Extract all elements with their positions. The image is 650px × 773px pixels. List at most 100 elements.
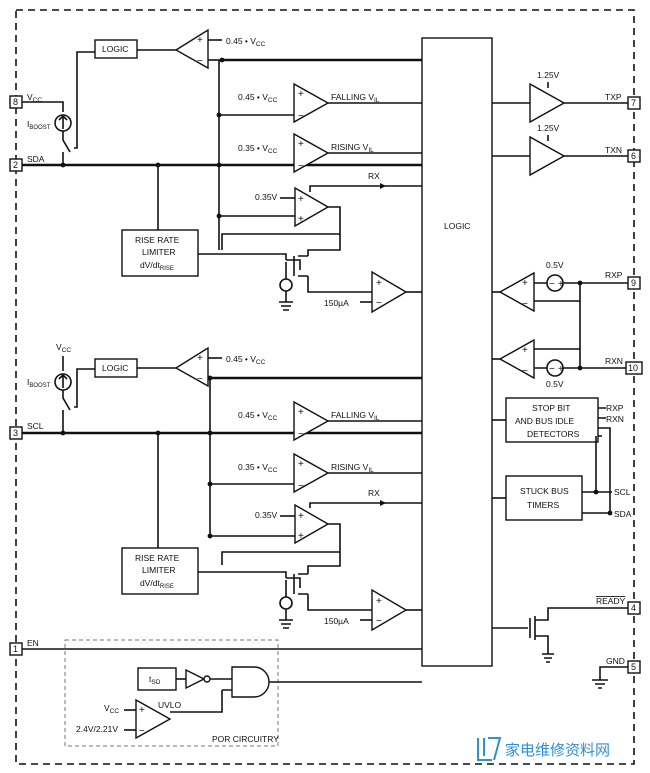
svg-text:−: − [549, 279, 555, 290]
timer-sda-label: SDA [614, 509, 632, 519]
svg-text:LIMITER: LIMITER [142, 565, 176, 575]
comparator-scl-rising [293, 452, 330, 494]
txp-buffer [529, 82, 566, 124]
vcc-label-scl: VCC [56, 342, 71, 354]
pin-1-number: 1 [13, 644, 18, 654]
pin-6-box [627, 149, 641, 163]
logic-main-label: LOGIC [444, 221, 470, 231]
rising-vil-scl: RISING VIL [331, 462, 374, 474]
pin-10-box [625, 361, 643, 375]
rxp-comparator [498, 271, 535, 313]
svg-text:dV/dtRISE: dV/dtRISE [140, 578, 174, 590]
falling-vil-sda: FALLING VIL [331, 92, 380, 104]
pin-rxp-label: RXP [605, 270, 623, 280]
svg-text:−: − [376, 616, 382, 627]
rx-label-sda: RX [368, 171, 380, 181]
comparator-scl-rx [294, 503, 330, 545]
svg-text:−: − [298, 429, 304, 440]
svg-text:−: − [376, 298, 382, 309]
svg-text:+: + [522, 345, 528, 356]
comparator-scl-falling [293, 400, 330, 442]
v125-txn: 1.25V [537, 123, 560, 133]
logic-small-1 [94, 39, 138, 59]
watermark-text: 家电维修资料网 [505, 741, 610, 759]
svg-text:−: − [298, 111, 304, 122]
uvlo-threshold: 2.4V/2.21V [76, 724, 118, 734]
v05-rxn: 0.5V [546, 379, 564, 389]
pin-txp-label: TXP [605, 92, 622, 102]
and-gate [231, 666, 270, 698]
ref-045-sda-falling: 0.45 • VCC [238, 92, 278, 104]
package-boundary [15, 9, 635, 765]
txn-buffer [529, 135, 566, 177]
svg-text:DETECTORS: DETECTORS [527, 429, 580, 439]
detector-rxp-label: RXP [606, 403, 624, 413]
svg-text:−: − [298, 161, 304, 172]
logic-small-1-label: LOGIC [102, 44, 128, 54]
svg-text:+: + [522, 278, 528, 289]
iboost-label-2: IBOOST [27, 377, 51, 389]
comparator-sda-boost [174, 28, 209, 70]
ref-045-scl-boost: 0.45 • VCC [226, 354, 266, 366]
rising-vil-sda: RISING VIL [331, 142, 374, 154]
svg-text:−: − [522, 366, 528, 377]
svg-text:−: − [139, 726, 145, 737]
v05-rxp: 0.5V [546, 260, 564, 270]
v035-scl: 0.35V [255, 510, 278, 520]
ref-045-scl-falling: 0.45 • VCC [238, 410, 278, 422]
inverter [185, 668, 206, 690]
pin-8-number: 8 [13, 97, 18, 107]
v125-txp: 1.25V [537, 70, 560, 80]
svg-text:LIMITER: LIMITER [142, 247, 176, 257]
pin-vcc-label: VCC [27, 92, 42, 104]
svg-text:RISE RATE: RISE RATE [135, 235, 180, 245]
i150-sda: 150µA [324, 298, 349, 308]
stop-bit-detectors [505, 397, 599, 443]
rise-rate-limiter-scl [121, 547, 199, 595]
pin-3-number: 3 [13, 428, 18, 438]
comparator-sda-falling [293, 82, 330, 124]
pin-6-number: 6 [631, 151, 636, 161]
svg-text:+: + [298, 194, 304, 205]
ref-045-sda-boost: 0.45 • VCC [226, 36, 266, 48]
comparator-scl-boost [174, 346, 209, 388]
svg-text:+: + [298, 407, 304, 418]
i150-scl: 150µA [324, 616, 349, 626]
svg-text:+: + [197, 35, 203, 46]
svg-text:+: + [298, 214, 304, 225]
svg-text:STUCK BUS: STUCK BUS [520, 486, 569, 496]
detector-rxn-label: RXN [606, 414, 624, 424]
uvlo-label: UVLO [158, 700, 182, 710]
svg-text:+: + [298, 89, 304, 100]
logic-small-2-label: LOGIC [102, 363, 128, 373]
svg-text:tSD: tSD [149, 674, 161, 686]
pin-9-box [627, 276, 641, 290]
svg-text:+: + [558, 364, 564, 375]
iboost-label-1: IBOOST [27, 119, 51, 131]
pin-2-number: 2 [13, 160, 18, 170]
svg-text:−: − [197, 56, 203, 67]
svg-text:−: − [298, 481, 304, 492]
comparator-scl-150ua [371, 588, 408, 632]
svg-text:STOP BIT: STOP BIT [532, 403, 570, 413]
falling-vil-scl: FALLING VIL [331, 410, 380, 422]
comparator-sda-rx [294, 186, 330, 228]
pin-ready-label: READY [596, 596, 626, 606]
pin-gnd-label: GND [606, 656, 625, 666]
comparator-sda-150ua [371, 270, 408, 314]
svg-text:−: − [549, 364, 555, 375]
svg-text:+: + [298, 459, 304, 470]
pin-9-number: 9 [631, 278, 636, 288]
pin-scl-label: SCL [27, 421, 44, 431]
svg-text:−: − [522, 299, 528, 310]
svg-text:+: + [376, 596, 382, 607]
svg-text:+: + [376, 278, 382, 289]
svg-text:−: − [197, 374, 203, 385]
vcc-label-uvlo: VCC [104, 703, 119, 715]
svg-text:+: + [139, 705, 145, 716]
svg-text:+: + [298, 531, 304, 542]
rise-rate-limiter-sda [121, 229, 199, 277]
pin-5-number: 5 [631, 662, 636, 672]
pin-4-number: 4 [631, 603, 636, 613]
